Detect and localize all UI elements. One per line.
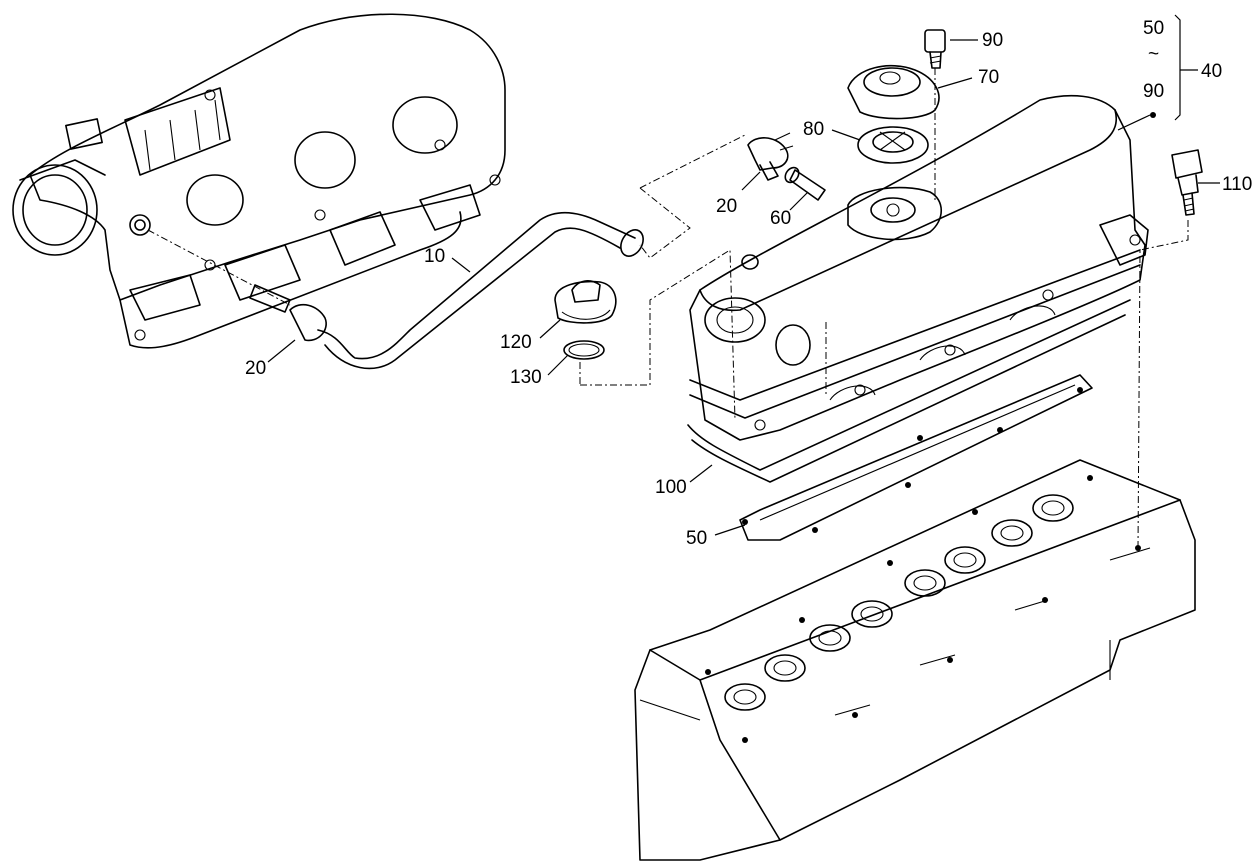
kit-group-label: 40 [1201,61,1222,82]
breather-bolt [924,29,946,69]
callout-70: 70 [978,67,999,88]
breather-hose [249,211,644,370]
cover-gasket [739,374,1093,541]
callout-20-lower: 20 [245,358,266,379]
kit-tilde: ~ [1148,44,1159,65]
callout-60: 60 [770,208,791,229]
breather-cover [847,64,940,120]
kit-to-label: 90 [1143,81,1164,102]
hose-clamp-upper [747,132,794,181]
breather-pipe [784,166,826,201]
callout-110: 110 [1222,174,1252,195]
o-ring [563,340,605,360]
oil-filler-cap [554,280,617,324]
assembly-lines [147,68,1189,549]
callout-100: 100 [655,477,687,498]
valve-ports [724,494,1074,711]
kit-from-label: 50 [1143,18,1164,39]
rocker-cover [687,94,1149,483]
intake-manifold [12,13,506,349]
breather-valve [857,126,929,164]
callout-labels: 90 70 80 20 60 10 20 120 130 100 50 110 [245,30,1252,549]
callout-90: 90 [982,30,1003,51]
leader-lines [267,14,1220,536]
callout-20-upper: 20 [716,196,737,217]
callout-80: 80 [803,119,824,140]
callout-50: 50 [686,528,707,549]
callout-10: 10 [424,246,445,267]
breather-seat [847,186,943,241]
cylinder-head [634,459,1196,861]
kit-bracket-labels: 50 ~ 90 40 [1143,18,1222,102]
callout-120: 120 [500,332,532,353]
cover-bolt [1171,149,1203,216]
callout-130: 130 [510,367,542,388]
